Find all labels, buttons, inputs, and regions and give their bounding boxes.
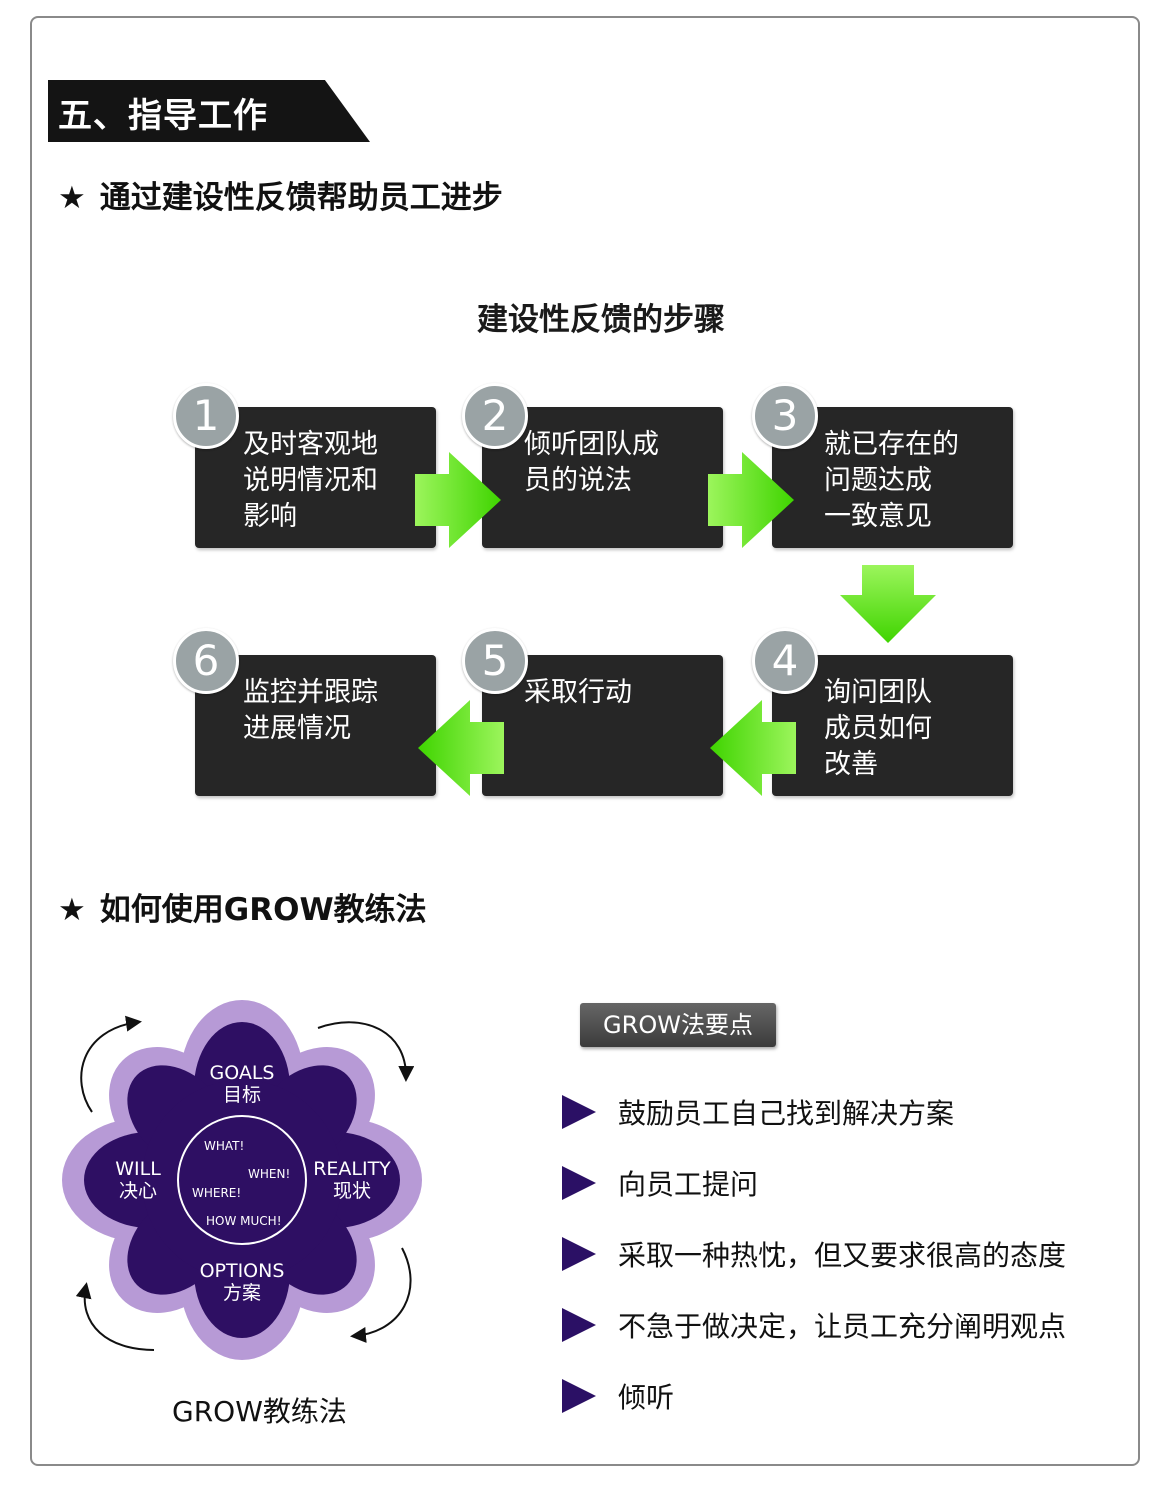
feedback-heading-text: 通过建设性反馈帮助员工进步 [99, 180, 503, 216]
goals-label: GOALS 目标 [192, 1062, 292, 1106]
step-box-1: 及时客观地 说明情况和 影响 [195, 407, 436, 548]
page-frame [30, 16, 1140, 1466]
grow-point-4: 不急于做决定，让员工充分阐明观点 [562, 1305, 1066, 1345]
step-text-1: 及时客观地 说明情况和 影响 [243, 429, 378, 532]
step-text-5: 采取行动 [524, 677, 632, 708]
triangle-bullet-icon [562, 1237, 596, 1271]
flower-petals-outer [62, 1000, 422, 1360]
goals-en: GOALS [209, 1062, 275, 1084]
reality-label: REALITY 现状 [302, 1158, 402, 1202]
step-text-3: 就已存在的 问题达成 一致意见 [824, 429, 959, 532]
step-text-2: 倾听团队成 员的说法 [524, 429, 659, 496]
grow-point-text-2: 向员工提问 [618, 1168, 759, 1201]
goals-cn: 目标 [222, 1084, 261, 1106]
step-number-2: 2 [462, 383, 528, 449]
grow-point-text-3: 采取一种热忱，但又要求很高的态度 [618, 1239, 1067, 1272]
reality-cn: 现状 [332, 1180, 371, 1202]
step-number-3: 3 [752, 383, 818, 449]
grow-heading: ★ 如何使用GROW教练法 [58, 884, 427, 929]
step-box-6: 监控并跟踪 进展情况 [195, 655, 436, 796]
grow-points-tag: GROW法要点 [580, 1003, 776, 1047]
question-when: WHEN! [248, 1167, 291, 1181]
will-cn: 决心 [118, 1180, 157, 1202]
arrow-right-icon-2 [708, 452, 794, 548]
step-text-6: 监控并跟踪 进展情况 [243, 677, 378, 744]
steps-chart-title: 建设性反馈的步骤 [477, 302, 725, 338]
grow-point-3: 采取一种热忱，但又要求很高的态度 [562, 1234, 1066, 1274]
options-en: OPTIONS [199, 1260, 285, 1282]
grow-flower-diagram: GOALS 目标 REALITY 现状 OPTIONS 方案 WILL 决心 W… [62, 1000, 442, 1370]
question-how-much: HOW MUCH! [206, 1214, 282, 1228]
grow-point-text-4: 不急于做决定，让员工充分阐明观点 [618, 1310, 1067, 1343]
section-title: 五、指导工作 [58, 96, 268, 136]
grow-point-1: 鼓励员工自己找到解决方案 [562, 1092, 954, 1132]
section-banner: 五、指导工作 [48, 80, 370, 142]
step-number-1: 1 [173, 383, 239, 449]
grow-point-5: 倾听 [562, 1376, 674, 1416]
grow-point-text-5: 倾听 [618, 1381, 675, 1414]
options-cn: 方案 [222, 1282, 261, 1304]
grow-heading-text: 如何使用GROW教练法 [99, 892, 427, 928]
question-what: WHAT! [204, 1139, 245, 1153]
triangle-bullet-icon [562, 1308, 596, 1342]
step-number-6: 6 [173, 628, 239, 694]
step-box-3: 就已存在的 问题达成 一致意见 [772, 407, 1013, 548]
step-number-5: 5 [462, 628, 528, 694]
grow-point-text-1: 鼓励员工自己找到解决方案 [618, 1097, 955, 1130]
step-number-4: 4 [752, 628, 818, 694]
will-label: WILL 决心 [98, 1158, 178, 1202]
step-text-4: 询问团队 成员如何 改善 [824, 677, 932, 780]
triangle-bullet-icon [562, 1166, 596, 1200]
grow-point-2: 向员工提问 [562, 1163, 758, 1203]
triangle-bullet-icon [562, 1379, 596, 1413]
arrow-left-icon-2 [418, 700, 504, 796]
arrow-left-icon-1 [710, 700, 796, 796]
options-label: OPTIONS 方案 [184, 1260, 300, 1304]
arrow-right-icon-1 [415, 452, 501, 548]
arrow-down-icon [840, 565, 936, 643]
grow-caption: GROW教练法 [172, 1395, 347, 1428]
triangle-bullet-icon [562, 1095, 596, 1129]
reality-en: REALITY [313, 1158, 391, 1180]
will-en: WILL [115, 1158, 161, 1180]
question-where: WHERE! [192, 1186, 242, 1200]
feedback-heading: ★ 通过建设性反馈帮助员工进步 [58, 172, 503, 217]
grow-flower-graphic [62, 1000, 422, 1360]
star-icon: ★ [58, 180, 86, 216]
star-icon: ★ [58, 892, 86, 928]
